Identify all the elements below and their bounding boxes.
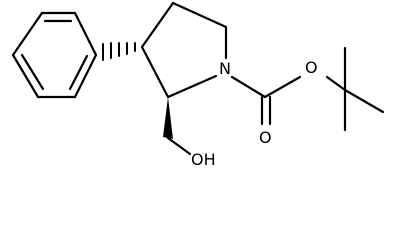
hashed-wedge-bond bbox=[102, 42, 136, 61]
phenyl-ring bbox=[11, 11, 98, 99]
tert-butyl-group bbox=[343, 46, 385, 132]
structure-svg: N O O OH bbox=[11, 1, 385, 169]
ester-oxygen-label: O bbox=[305, 58, 318, 77]
wedge-bond bbox=[163, 97, 173, 139]
pyrrolidine-ring bbox=[140, 1, 228, 99]
carbamate-group bbox=[230, 75, 347, 126]
hydroxyl-label: OH bbox=[191, 150, 216, 169]
carbonyl-oxygen-label: O bbox=[259, 128, 272, 147]
molecule-diagram: N O O OH bbox=[11, 1, 385, 169]
ch2-oh-bond bbox=[166, 136, 192, 156]
nitrogen-label: N bbox=[219, 59, 231, 78]
